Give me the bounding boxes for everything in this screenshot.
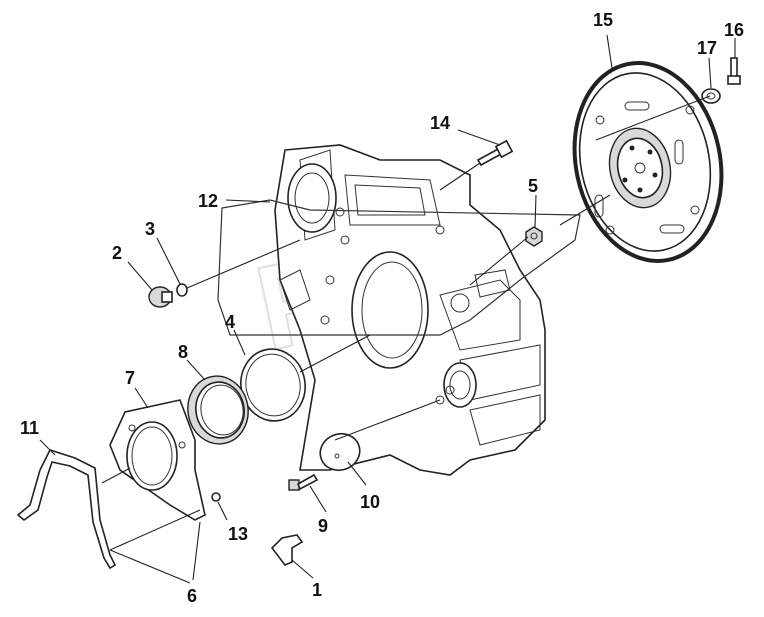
rear-cover [109,399,206,521]
label-14: 14 [430,113,450,133]
housing-bolt [476,139,514,167]
o-ring [176,283,188,297]
label-6: 6 [187,586,197,606]
flywheel-bolt [727,57,741,85]
label-17: 17 [697,38,717,58]
label-12: 12 [198,191,218,211]
flywheel-washer [701,88,721,104]
label-7: 7 [125,368,135,388]
label-2: 2 [112,243,122,263]
leader-lines [39,34,736,584]
label-1: 1 [312,580,322,600]
label-16: 16 [724,20,744,40]
inspection-cap [319,432,361,472]
cap-bolt [288,473,319,491]
label-11: 11 [20,418,39,438]
label-4: 4 [225,312,235,332]
gasket-outline [217,199,581,336]
label-15: 15 [593,10,613,30]
flywheel-housing [274,144,546,476]
mounting-clip [270,534,304,566]
label-9: 9 [318,516,328,536]
label-3: 3 [145,219,155,239]
label-5: 5 [528,176,538,196]
label-8: 8 [178,342,188,362]
callout-labels: 1 2 3 4 5 6 7 8 9 10 11 12 13 14 15 16 1… [20,10,744,606]
label-13: 13 [228,524,248,544]
label-10: 10 [360,492,380,512]
flywheel [572,61,724,263]
cover-screw [211,492,221,502]
oil-seal [187,375,249,445]
drain-plug [148,286,173,308]
hex-nut [525,226,543,247]
support-bracket [16,449,117,570]
